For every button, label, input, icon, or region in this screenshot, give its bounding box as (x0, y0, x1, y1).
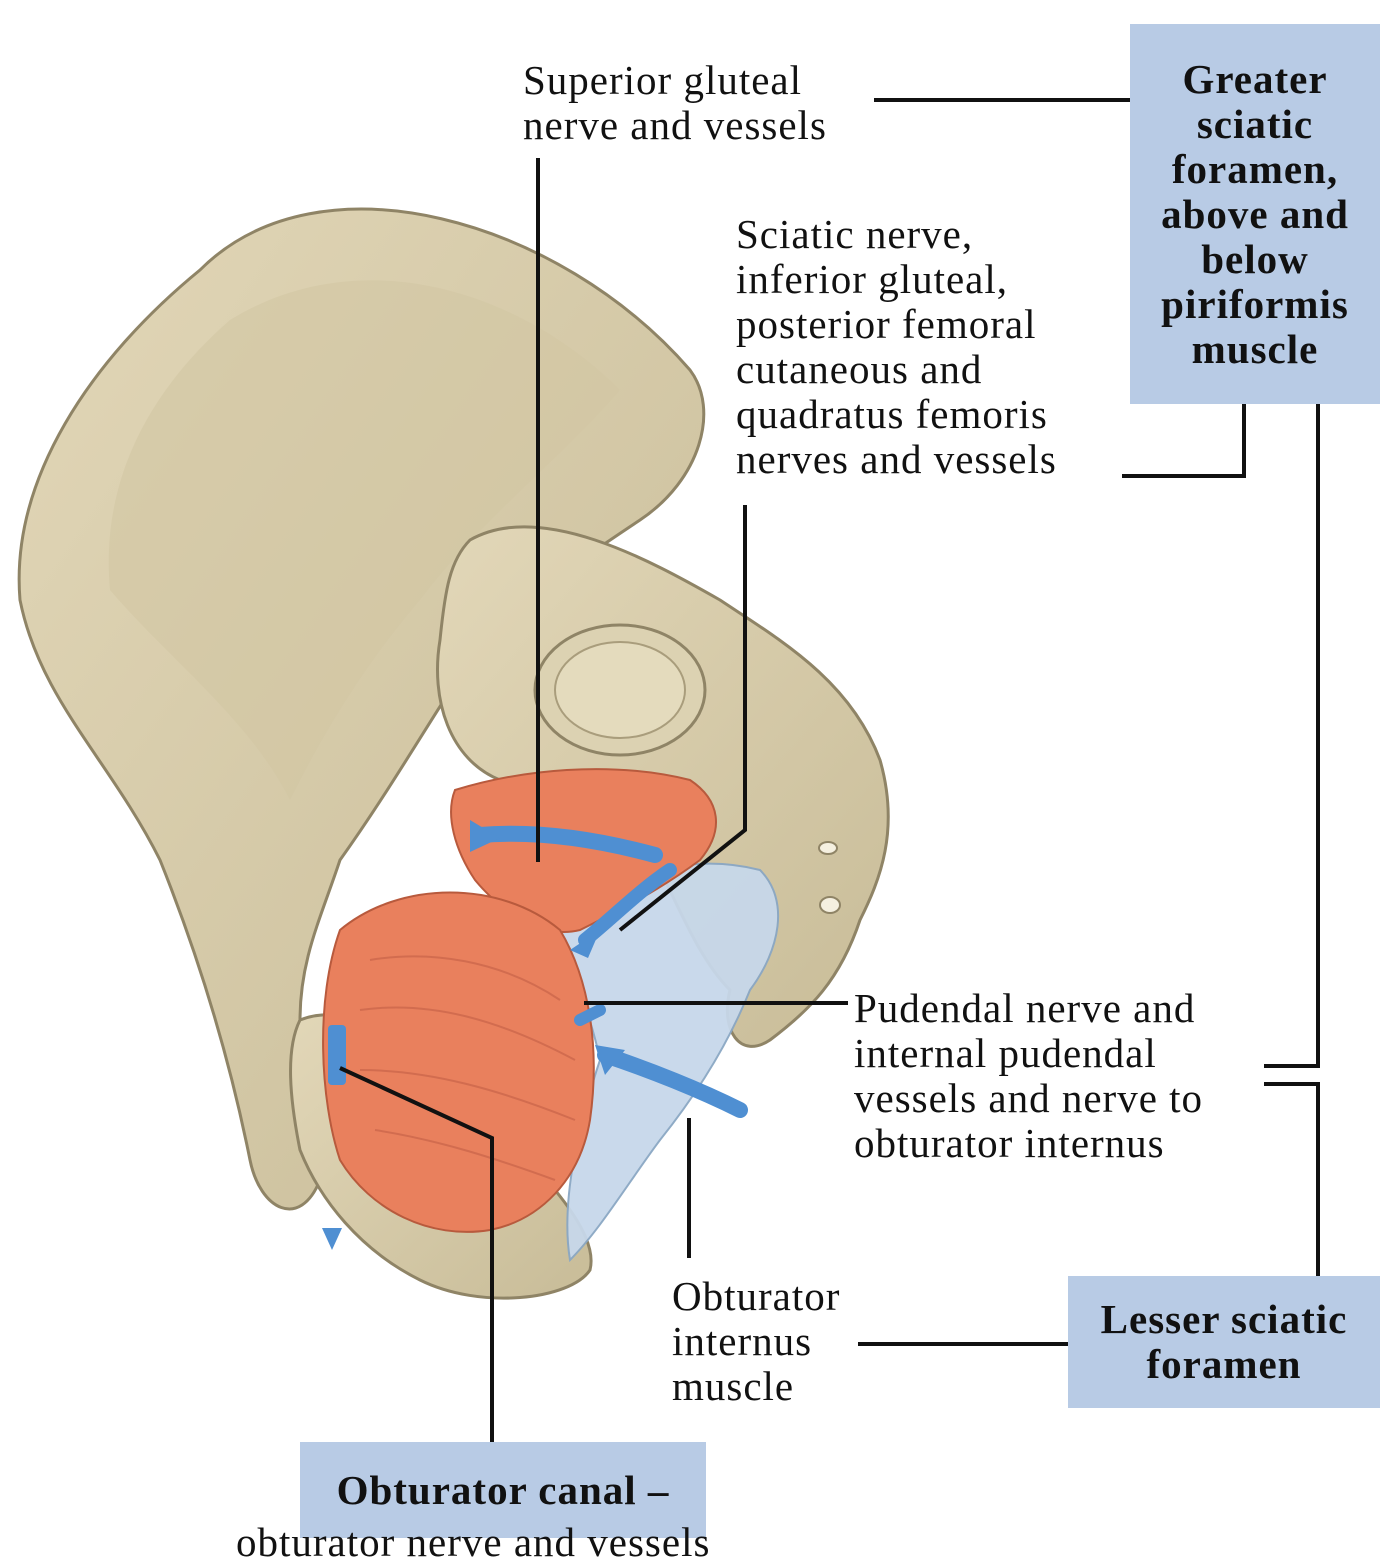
label-obturator-internus: Obturator internus muscle (672, 1274, 840, 1409)
leader-lesser-to-pudendal (1264, 1084, 1318, 1276)
leader-sciatic-group (1122, 404, 1244, 476)
vertebral-body-face (555, 642, 685, 738)
obturator-internus-muscle (323, 893, 594, 1232)
sacral-foramen (820, 897, 840, 913)
sacral-foramen-2 (819, 842, 837, 854)
obturator-canal-arrow (328, 1025, 346, 1085)
box-lesser-sciatic-foramen: Lesser sciatic foramen (1068, 1276, 1380, 1408)
box-greater-sciatic-foramen: Greater sciatic foramen, above and below… (1130, 24, 1380, 404)
leader-greater-to-pudendal (1264, 404, 1318, 1066)
label-sciatic-group: Sciatic nerve, inferior gluteal, posteri… (736, 212, 1057, 482)
label-obturator-canal-contents: obturator nerve and vessels (236, 1520, 710, 1565)
obturator-exit-arrow (322, 1228, 342, 1250)
label-pudendal: Pudendal nerve and internal pudendal ves… (854, 986, 1203, 1166)
label-superior-gluteal: Superior gluteal nerve and vessels (523, 58, 827, 148)
